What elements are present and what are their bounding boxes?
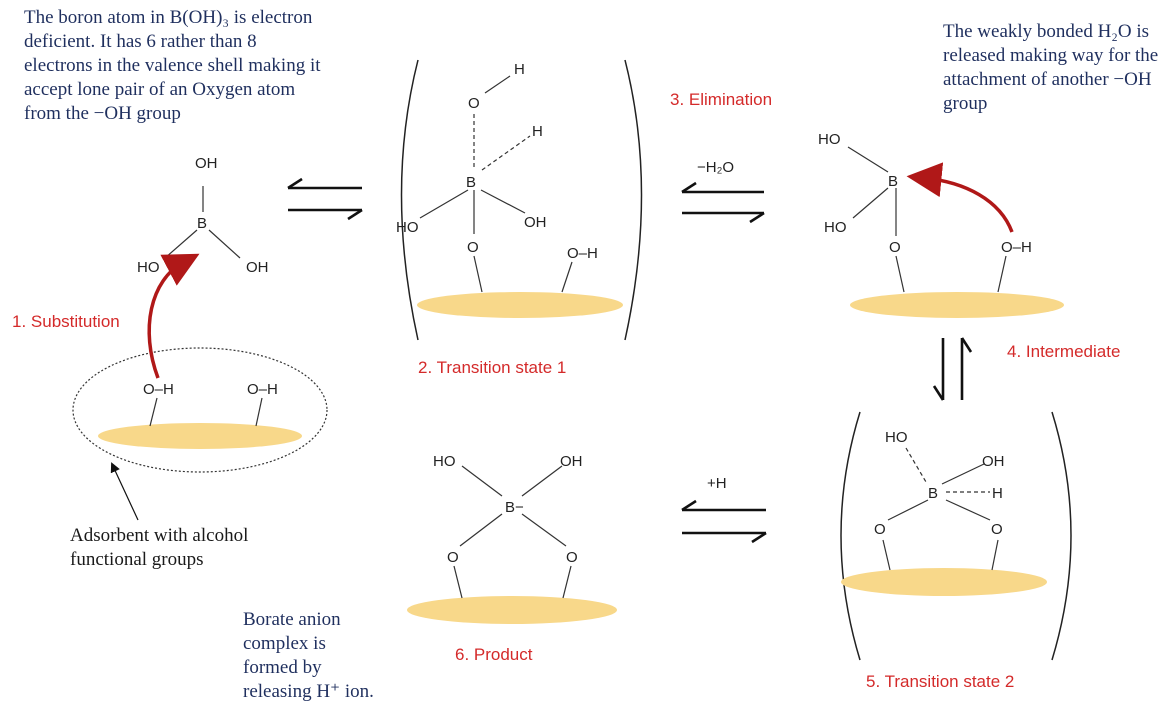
ts1-atom-o-bottom: O	[467, 239, 479, 256]
adsorbent-group: O–H O–H	[72, 347, 328, 521]
step-elimination-label: 3. Elimination	[670, 90, 773, 109]
transition-state-1: H O H B HO OH O O–H	[396, 59, 643, 341]
step-transition-state-1-label: 2. Transition state 1	[418, 358, 567, 377]
prod-atom-ho: HO	[433, 453, 456, 470]
note-borate: Borate anion complex is formed by releas…	[243, 609, 374, 702]
adsorbent-outline	[72, 347, 328, 473]
int-atom-ho-top: HO	[818, 131, 841, 148]
atom-oh-top: OH	[195, 155, 218, 172]
note-adsorbent: Adsorbent with alcohol functional groups	[70, 525, 249, 570]
int-atom-ho-lower: HO	[824, 219, 847, 236]
step-transition-state-2-label: 5. Transition state 2	[866, 672, 1015, 691]
atom-boron: B	[197, 215, 207, 232]
atom-oh-bond-left: O–H	[143, 381, 174, 398]
bracket-left-2	[840, 411, 861, 661]
adsorbent-surface	[98, 423, 302, 449]
ts2-atom-o-right: O	[991, 521, 1003, 538]
equilibrium-arrows-3: +H	[681, 475, 767, 544]
note-water-release: The weakly bonded H₂O is released making…	[943, 21, 1159, 114]
transition-state-2: HO OH B H O O	[840, 411, 1072, 661]
ts1-atom-boron: B	[466, 174, 476, 191]
ts2-atom-boron: B	[928, 485, 938, 502]
atom-ho-left: HO	[137, 259, 160, 276]
ts1-atom-ho: HO	[396, 219, 419, 236]
surface-intermediate	[850, 292, 1064, 318]
surface-ts2	[841, 568, 1047, 596]
int-atom-boron: B	[888, 173, 898, 190]
prod-atom-oh: OH	[560, 453, 583, 470]
atom-oh-bond-right: O–H	[247, 381, 278, 398]
ts1-atom-h-top: H	[514, 61, 525, 78]
step-intermediate-label: 4. Intermediate	[1007, 342, 1121, 361]
intermediate-structure: HO B HO O O–H	[818, 131, 1064, 318]
label-minus-water: −H₂O	[697, 159, 734, 176]
substitution-red-arrow	[147, 253, 200, 379]
ts1-atom-o-top: O	[468, 95, 480, 112]
label-plus-h: +H	[707, 475, 727, 492]
product-structure: HO OH B− O O	[407, 453, 617, 624]
attack-red-arrow	[906, 162, 1014, 233]
ts2-atom-h: H	[992, 485, 1003, 502]
bracket-left	[400, 59, 419, 341]
prod-atom-o-right: O	[566, 549, 578, 566]
step-product-label: 6. Product	[455, 645, 533, 664]
ts2-atom-oh: OH	[982, 453, 1005, 470]
equilibrium-arrows-vertical	[932, 337, 973, 401]
prod-atom-boron-minus: B−	[505, 499, 524, 516]
int-atom-o: O	[889, 239, 901, 256]
surface-product	[407, 596, 617, 624]
equilibrium-arrows-1	[287, 177, 363, 221]
int-atom-oh-bond: O–H	[1001, 239, 1032, 256]
adsorbent-pointer-arrow	[110, 462, 139, 521]
ts1-atom-h-dashed: H	[532, 123, 543, 140]
bracket-right-2	[1051, 411, 1072, 661]
bracket-right	[624, 59, 643, 341]
ts2-atom-o-left: O	[874, 521, 886, 538]
atom-oh-right: OH	[246, 259, 269, 276]
equilibrium-arrows-2: −H₂O	[681, 159, 765, 224]
step-substitution-label: 1. Substitution	[12, 312, 120, 331]
note-boron-deficient: The boron atom in B(OH)₃ is electron def…	[24, 7, 321, 124]
surface-ts1	[417, 292, 623, 318]
boric-acid-molecule: OH B HO OH	[137, 155, 269, 276]
ts1-atom-oh-bond: O–H	[567, 245, 598, 262]
prod-atom-o-left: O	[447, 549, 459, 566]
ts2-atom-ho: HO	[885, 429, 908, 446]
ts1-atom-oh: OH	[524, 214, 547, 231]
